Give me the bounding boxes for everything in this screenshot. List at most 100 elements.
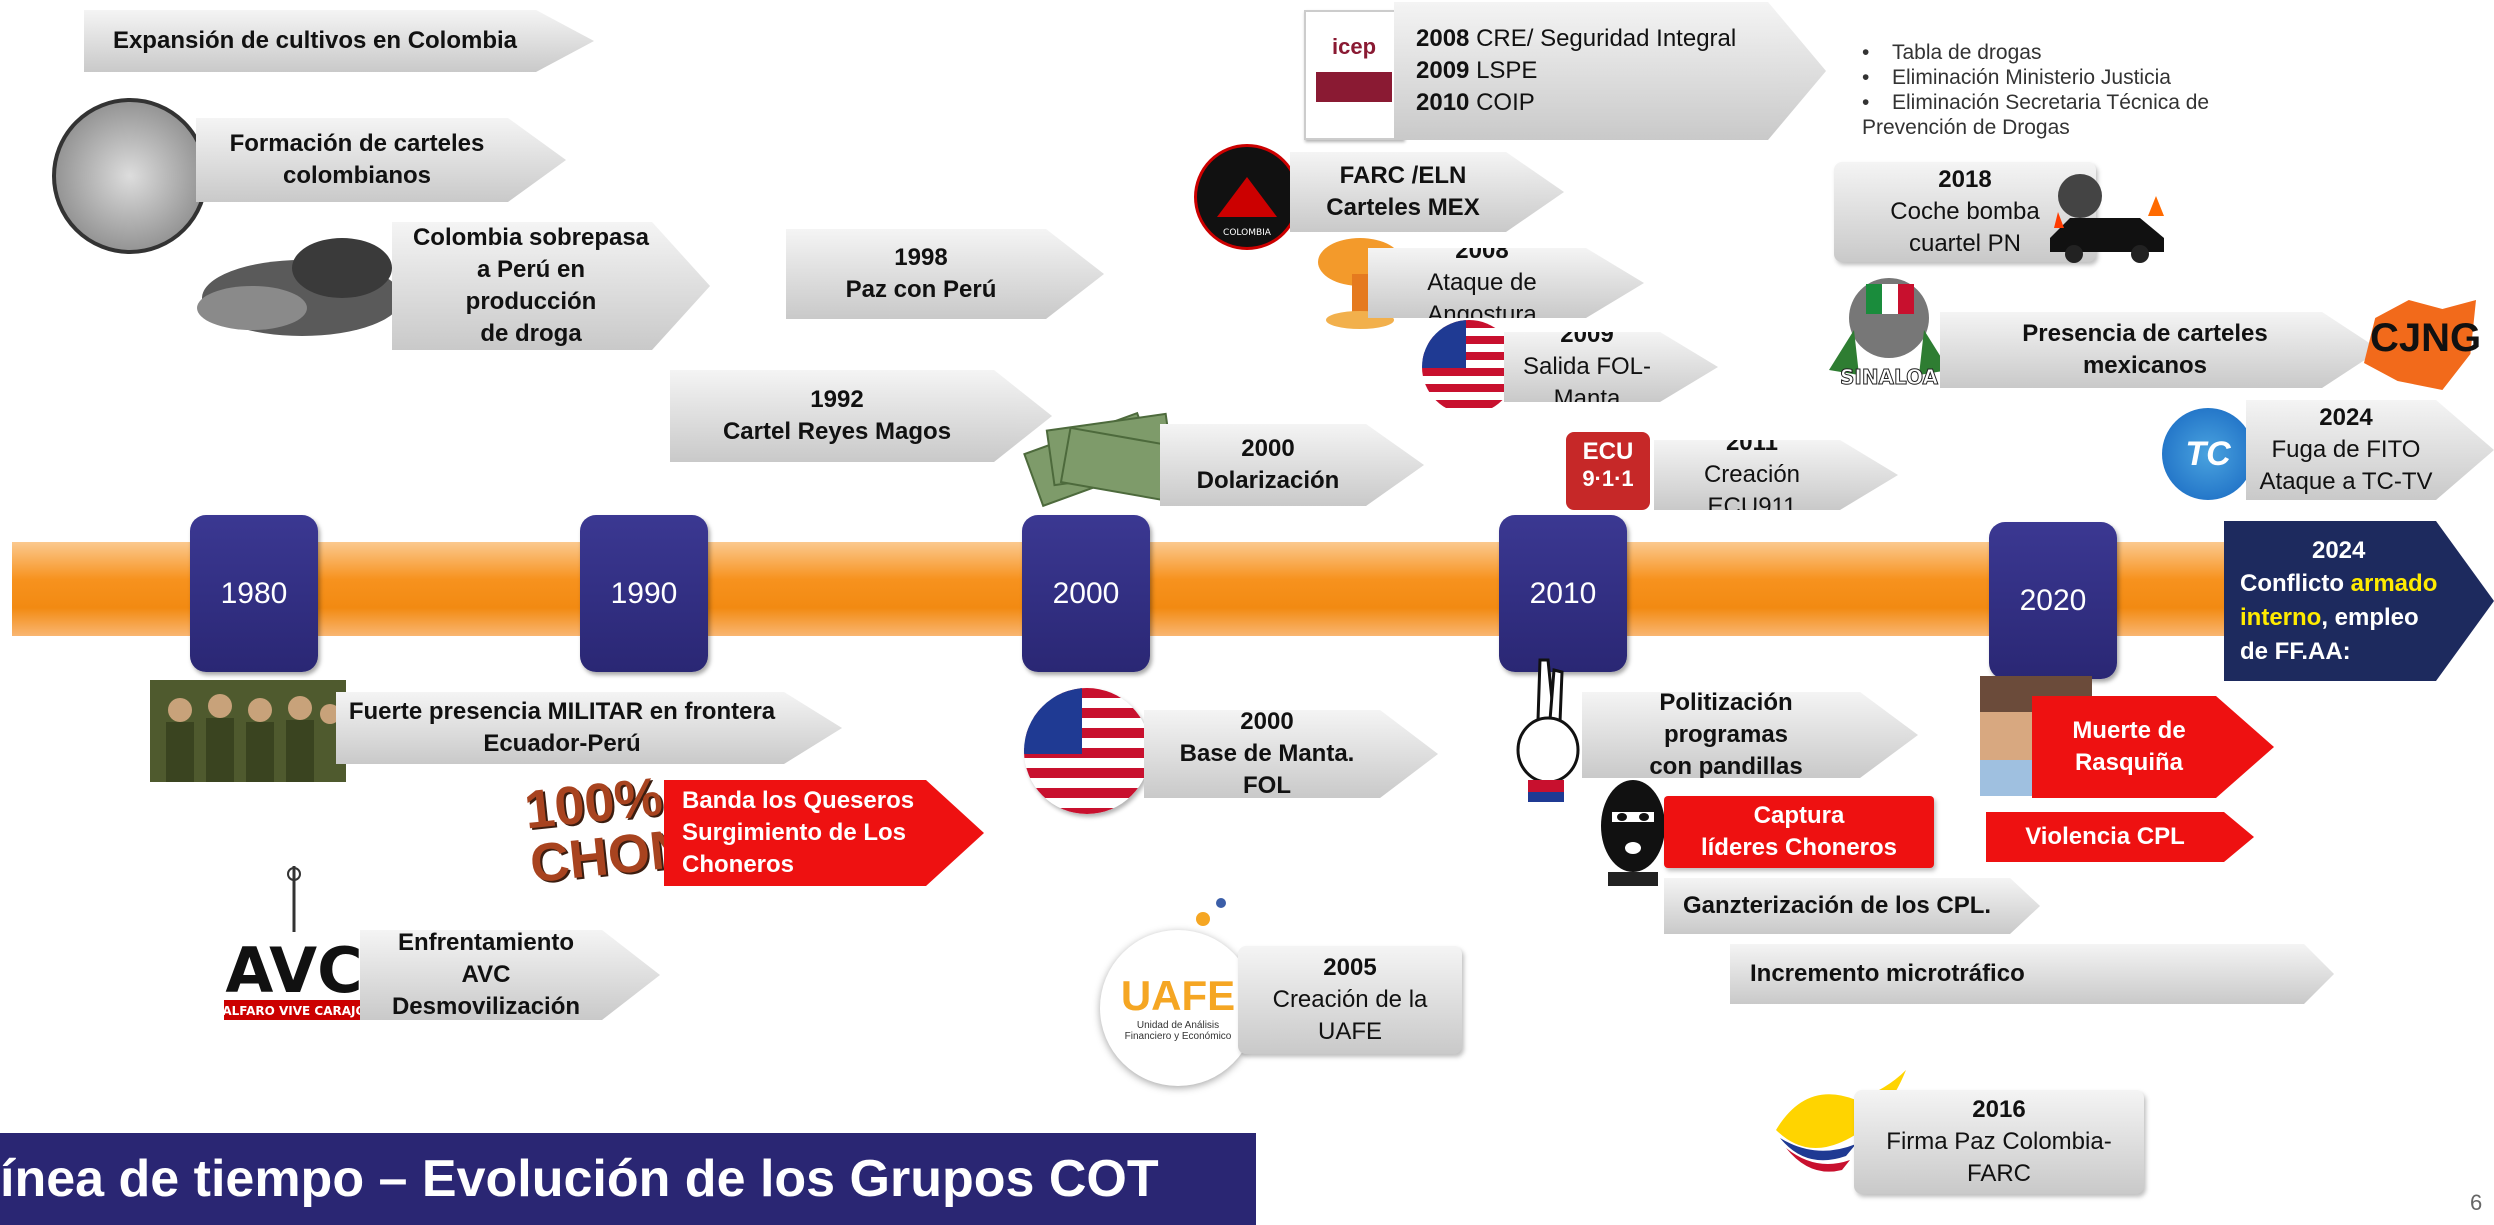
event-text: Rasquiña xyxy=(2074,749,2183,776)
event-text: Captura xyxy=(1753,802,1845,830)
event-text: líderes Choneros xyxy=(1700,834,1898,861)
event-text: Fuga de FITO xyxy=(2271,436,2421,464)
decade-1980: 1980 xyxy=(190,515,318,672)
event-expansion-cultivos: Expansión de cultivos en Colombia xyxy=(84,10,594,72)
burning-car-icon xyxy=(2040,168,2174,268)
us-flag-icon xyxy=(1024,688,1150,814)
event-text: Violencia CPL xyxy=(2025,823,2185,851)
slide-title: ínea de tiempo – Evolución de los Grupos… xyxy=(0,1133,1256,1225)
event-text: FARC xyxy=(1966,1159,2031,1187)
event-text: colombianos xyxy=(282,162,431,189)
choneros-logo-icon: 100% CHONEROS xyxy=(522,766,844,907)
event-year: 1992 xyxy=(810,386,864,414)
crossed-fingers-icon xyxy=(1510,650,1590,812)
event-text: Politización programas xyxy=(1659,689,1793,749)
event-leyes-2008-2010: 2008 CRE/ Seguridad Integral 2009 LSPE 2… xyxy=(1394,2,1826,140)
slide-title-text: ínea de tiempo – Evolución de los Grupos… xyxy=(0,1150,1159,1208)
event-text: Incremento microtráfico xyxy=(1750,960,2025,988)
event-text: Salida FOL-Manta xyxy=(1522,353,1652,412)
law-row-2008: 2008 CRE/ Seguridad Integral xyxy=(1416,25,1737,53)
event-year: 2011 xyxy=(1725,429,1779,457)
event-year: 2024 xyxy=(2311,536,2366,564)
event-text: Carteles MEX xyxy=(1326,194,1480,221)
event-text: Presencia de carteles mexicanos xyxy=(2022,320,2268,379)
event-text: Base de Manta. FOL xyxy=(1179,740,1355,799)
event-text: Coche bomba xyxy=(1890,198,2040,226)
event-year: 1998 xyxy=(894,244,948,272)
event-text: Dolarización xyxy=(1196,467,1340,494)
dot-icon xyxy=(1196,912,1210,926)
decade-2010: 2010 xyxy=(1499,515,1627,672)
decade-2020: 2020 xyxy=(1989,522,2117,679)
event-text: Ecuador-Perú xyxy=(483,730,641,757)
event-year: 2024 xyxy=(2319,404,2373,432)
event-gangsterizacion-cpl: Ganzterización de los CPL. xyxy=(1664,878,2040,934)
ecu911-logo-number: 9·1·1 xyxy=(1582,466,1634,491)
event-text: Choneros xyxy=(682,850,795,878)
law-row-2009: 2009 LSPE xyxy=(1416,57,1538,85)
avc-sub-text: ALFARO VIVE CARAJO xyxy=(222,1004,365,1018)
event-year: 2016 xyxy=(1972,1096,2026,1124)
escobar-portrait-icon xyxy=(52,98,208,254)
event-text: de droga xyxy=(480,319,582,347)
event-carteles-mexicanos: Presencia de carteles mexicanos xyxy=(1940,312,2380,388)
decade-2000: 2000 xyxy=(1022,515,1150,672)
decade-1990: 1990 xyxy=(580,515,708,672)
event-year: 2009 xyxy=(1560,321,1614,349)
event-text: Surgimiento de Los xyxy=(682,819,907,847)
event-text: Firma Paz Colombia- xyxy=(1886,1128,2112,1156)
event-incremento-microtrafico: Incremento microtráfico xyxy=(1730,944,2334,1004)
event-text: Ataque a TC-TV xyxy=(2259,467,2433,495)
event-text: Ganzterización de los CPL. xyxy=(1682,892,1992,920)
event-year: 2000 xyxy=(1240,708,1294,736)
sinaloa-skull-icon: SINALOA xyxy=(1824,270,1954,390)
event-formacion-carteles: Formación de carteles colombianos xyxy=(196,118,566,202)
event-year: 2005 xyxy=(1323,954,1377,982)
uafe-logo-sub: Financiero y Económico xyxy=(1124,1031,1232,1042)
us-flag-icon xyxy=(1422,320,1516,414)
event-year: 2008 xyxy=(1455,237,1509,265)
event-text: a Perú en producción xyxy=(465,256,597,315)
balaclava-icon xyxy=(1598,776,1668,888)
event-year: 2000 xyxy=(1241,435,1295,463)
event-text: Banda los Queseros xyxy=(682,787,915,815)
event-text: Expansión de cultivos en Colombia xyxy=(112,27,518,55)
dot-icon xyxy=(1216,898,1226,908)
event-farc-eln: FARC /ELN Carteles MEX xyxy=(1290,152,1564,232)
avc-text: AVC xyxy=(225,934,362,1007)
event-text: Enfrentamiento AVC xyxy=(397,929,574,989)
event-violencia-cpl: Violencia CPL xyxy=(1986,812,2254,862)
event-text: Muerte de xyxy=(2072,717,2186,745)
farc-emblem-text: COLOMBIA xyxy=(1223,228,1272,238)
law-bullet-list: •Tabla de drogas •Eliminación Ministerio… xyxy=(1852,40,2209,140)
event-text: FARC /ELN xyxy=(1339,162,1467,190)
event-text: Creación ECU911 xyxy=(1703,461,1801,520)
event-text: Fuerte presencia MILITAR en frontera xyxy=(348,698,776,726)
uafe-logo-text: UAFE xyxy=(1120,972,1236,1019)
event-text: UAFE xyxy=(1317,1017,1382,1045)
event-text: Paz con Perú xyxy=(845,276,997,303)
peace-dove-colombia-icon xyxy=(1766,1060,1918,1180)
sinaloa-text: SINALOA xyxy=(1840,365,1939,389)
ecu911-logo-icon: ECU 9·1·1 xyxy=(1566,432,1650,510)
uafe-logo-icon: UAFE Unidad de Análisis Financiero y Eco… xyxy=(1100,930,1256,1086)
tc-television-logo-icon: TC xyxy=(2162,408,2254,500)
hands-drug-money-icon xyxy=(192,228,410,346)
event-text: Formación de carteles xyxy=(229,130,485,158)
page-number: 6 xyxy=(2470,1190,2483,1215)
ecu911-logo-text: ECU xyxy=(1582,438,1634,465)
